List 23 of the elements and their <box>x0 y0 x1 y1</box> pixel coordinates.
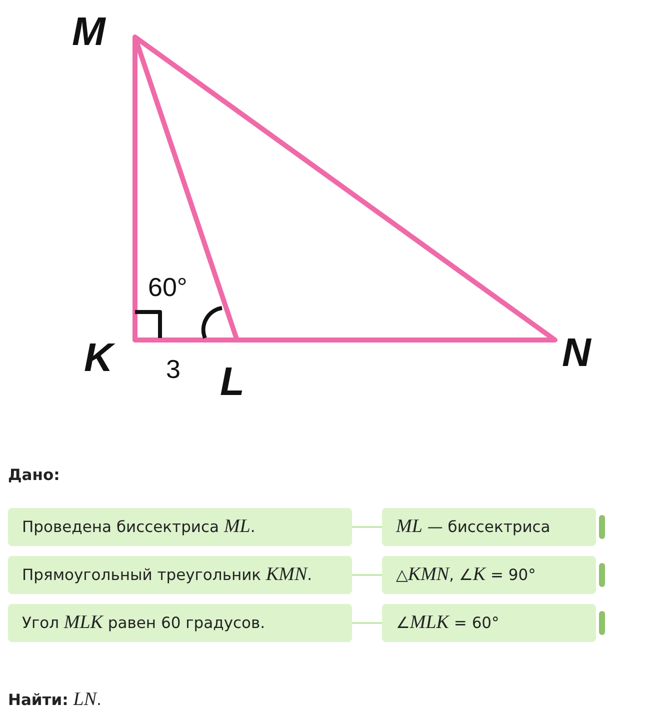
connector-line <box>352 622 382 624</box>
statement-card <box>8 604 352 642</box>
statement-card <box>382 508 596 546</box>
statement-card <box>8 508 352 546</box>
vertex-label: L <box>220 362 244 402</box>
vertex-label: N <box>562 333 591 373</box>
connector-line <box>352 574 382 576</box>
statement-card <box>8 556 352 594</box>
connector-line <box>352 526 382 528</box>
vertex-label: M <box>72 12 106 52</box>
angle-label: 60° <box>148 274 188 300</box>
statement-text: △KMN, ∠K = 90° <box>396 564 536 586</box>
heading-text: Дано: <box>8 466 60 484</box>
statement-text: ML — биссектриса <box>396 516 550 538</box>
statement-card <box>382 556 596 594</box>
statement-text: ∠MLK = 60° <box>396 612 500 634</box>
statement-text: Проведена биссектриса ML. <box>22 516 256 538</box>
vertex-label: K <box>84 338 113 378</box>
heading-text: Найти: LN. <box>8 689 102 711</box>
statement-text: Угол MLK равен 60 градусов. <box>22 612 266 634</box>
statement-card <box>382 604 596 642</box>
statement-text: Прямоугольный треугольник KMN. <box>22 564 312 586</box>
length-label: 3 <box>166 356 180 382</box>
